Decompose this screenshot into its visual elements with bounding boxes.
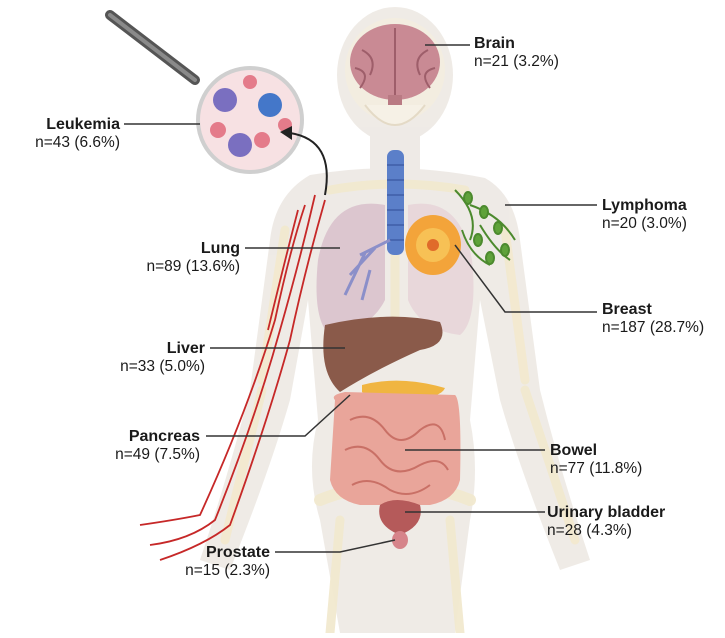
- lymphoma-count: n=20 (3.0%): [602, 215, 687, 234]
- prostate-count: n=15 (2.3%): [150, 562, 270, 581]
- breast-name: Breast: [602, 300, 704, 319]
- label-breast: Breast n=187 (28.7%): [602, 300, 704, 338]
- label-pancreas: Pancreas n=49 (7.5%): [80, 427, 200, 465]
- label-prostate: Prostate n=15 (2.3%): [150, 543, 270, 581]
- lung-count: n=89 (13.6%): [120, 258, 240, 277]
- lung-name: Lung: [120, 239, 240, 258]
- bowel-count: n=77 (11.8%): [550, 460, 642, 479]
- pancreas-name: Pancreas: [80, 427, 200, 446]
- liver-name: Liver: [90, 339, 205, 358]
- lymphoma-name: Lymphoma: [602, 196, 687, 215]
- pancreas-count: n=49 (7.5%): [80, 446, 200, 465]
- liver-count: n=33 (5.0%): [90, 358, 205, 377]
- prostate-name: Prostate: [150, 543, 270, 562]
- brain-count: n=21 (3.2%): [474, 53, 559, 72]
- urinary-bladder-count: n=28 (4.3%): [547, 522, 665, 541]
- leukemia-count: n=43 (6.6%): [10, 134, 120, 153]
- breast-count: n=187 (28.7%): [602, 319, 704, 338]
- label-liver: Liver n=33 (5.0%): [90, 339, 205, 377]
- label-urinary-bladder: Urinary bladder n=28 (4.3%): [547, 503, 665, 541]
- magnifier-icon: [110, 15, 302, 172]
- urinary-bladder-name: Urinary bladder: [547, 503, 665, 522]
- label-lymphoma: Lymphoma n=20 (3.0%): [602, 196, 687, 234]
- label-bowel: Bowel n=77 (11.8%): [550, 441, 642, 479]
- brain-name: Brain: [474, 34, 559, 53]
- label-lung: Lung n=89 (13.6%): [120, 239, 240, 277]
- bowel-name: Bowel: [550, 441, 642, 460]
- label-leukemia: Leukemia n=43 (6.6%): [10, 115, 120, 153]
- leukemia-name: Leukemia: [10, 115, 120, 134]
- label-brain: Brain n=21 (3.2%): [474, 34, 559, 72]
